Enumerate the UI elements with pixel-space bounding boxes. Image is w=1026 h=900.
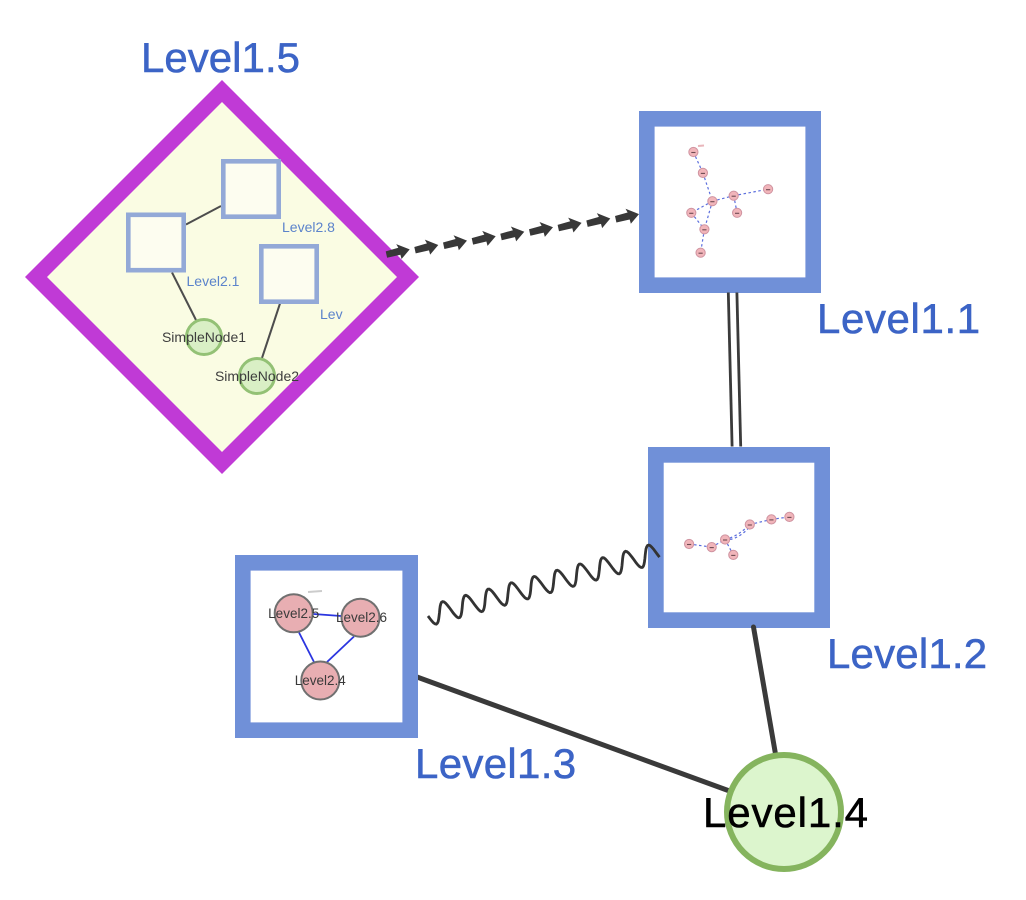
svg-text:Level1.5: Level1.5	[141, 34, 300, 81]
svg-text:SimpleNode1: SimpleNode1	[162, 329, 246, 345]
svg-text:Level1.3: Level1.3	[415, 740, 577, 787]
svg-text:Level2.6: Level2.6	[336, 610, 387, 625]
svg-text:Lev: Lev	[320, 306, 343, 322]
svg-text:Level1.4: Level1.4	[703, 789, 868, 836]
svg-text:Level1.2: Level1.2	[827, 630, 988, 677]
svg-text:Level2.1: Level2.1	[187, 273, 240, 289]
svg-text:Level2.4: Level2.4	[295, 673, 347, 688]
svg-text:Level2.8: Level2.8	[282, 219, 335, 235]
svg-text:SimpleNode2: SimpleNode2	[215, 368, 299, 384]
svg-text:Level1.1: Level1.1	[817, 295, 981, 342]
svg-text:Level2.5: Level2.5	[268, 606, 319, 621]
